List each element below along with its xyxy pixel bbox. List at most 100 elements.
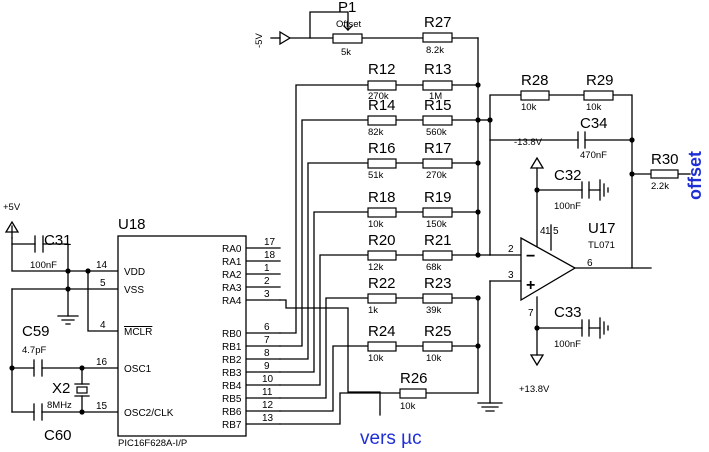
mcu-left-pin-num: 5: [100, 278, 106, 289]
resistor-body: [520, 90, 550, 101]
plus138-label: +13.8V: [519, 384, 550, 395]
resistor-ref: R16: [368, 140, 396, 157]
opamp-pin: 5: [553, 226, 559, 237]
opamp-pin: 3: [508, 270, 514, 281]
mcu-right-pin-num: 2: [264, 276, 270, 287]
resistor-body: [650, 169, 679, 179]
resistor-body: [367, 158, 397, 169]
minus5v-label: -5V: [254, 33, 265, 48]
mcu-right-pin-num: 17: [264, 237, 276, 248]
resistor-value: 82k: [368, 127, 384, 138]
resistor-value: 68k: [426, 262, 442, 273]
mcu-right-pin-name: RA4: [222, 296, 242, 307]
x2-ref: X2: [52, 380, 70, 397]
opamp-pin: 2: [508, 244, 514, 255]
resistor-ref: R13: [424, 61, 452, 78]
resistor-body: [422, 32, 453, 43]
p1-label: Offset: [336, 19, 362, 30]
resistor-ref: R30: [651, 151, 679, 168]
resistor-value: 10k: [586, 102, 602, 113]
capacitor-c33: C33 100nF: [554, 304, 590, 350]
resistor-body: [367, 80, 397, 91]
c34-value: 470nF: [580, 150, 607, 161]
mcu-right-pin-num: 1: [264, 263, 270, 274]
c33-ref: C33: [554, 304, 582, 321]
plus5v-label: +5V: [3, 202, 21, 213]
mcu-right-pin-num: 18: [264, 250, 276, 261]
mcu-ref: U18: [118, 216, 146, 233]
resistor-body: [422, 115, 453, 126]
resistor-value: 270k: [368, 91, 389, 102]
resistor-ref: R21: [424, 232, 452, 249]
resistor-ref: R26: [400, 370, 428, 387]
mcu-right-pin-name: RB6: [222, 407, 242, 418]
resistor-ref: R14: [368, 97, 396, 114]
capacitor-c60: C60: [33, 403, 72, 444]
capacitor-c59: C59 4.7pF: [22, 323, 50, 377]
mcu-left-pin-name: VSS: [124, 285, 144, 296]
mcu-right-pin-name: RB5: [222, 394, 242, 405]
capacitor-c31: C31 100nF: [30, 232, 72, 271]
p1-ref: P1: [338, 0, 356, 16]
junctions: [9, 82, 635, 415]
resistor-value: 10k: [400, 401, 416, 412]
mcu-left-pin-num: 14: [96, 260, 108, 271]
opamp-plus: +: [526, 277, 535, 294]
c33-value: 100nF: [554, 339, 581, 350]
mcu-right-pin-name: RA1: [222, 257, 242, 268]
resistor-body: [422, 250, 453, 261]
resistor-body: [367, 207, 397, 218]
resistors: R27 8.2k R12 270k R13 1M R14 82k R15 560…: [367, 14, 679, 412]
resistor-value: 8.2k: [426, 45, 444, 56]
resistor-ref: R19: [424, 189, 452, 206]
mcu-right-pin-num: 3: [264, 289, 270, 300]
resistor-ref: R28: [521, 72, 549, 89]
mcu-left-pin-name: VDD: [124, 267, 145, 278]
mcu-right-pin-num: 8: [264, 348, 270, 359]
mcu-right-pin-name: RA0: [222, 244, 242, 255]
mcu-right-pin-name: RB4: [222, 381, 242, 392]
opamp-pin: 7: [528, 308, 534, 319]
resistor-ref: R23: [424, 275, 452, 292]
opamp-ref: U17: [588, 220, 616, 237]
opamp-minus: −: [526, 248, 535, 265]
resistor-body: [583, 90, 614, 101]
opamp-u17: − + U17 TL071 2 3 6 4 5 1 7: [508, 220, 616, 319]
mcu-right-pin-name: RA3: [222, 283, 242, 294]
resistor-value: 270k: [426, 170, 447, 181]
resistor-value: 51k: [368, 170, 384, 181]
mcu-body: [117, 235, 247, 437]
opamp-pin: 6: [587, 258, 593, 269]
capacitor-c32: C32 100nF: [554, 167, 590, 212]
mcu-right-pin-name: RB2: [222, 355, 242, 366]
resistor-body: [367, 250, 397, 261]
opamp-part: TL071: [588, 240, 615, 251]
mcu-right-pin-name: RB7: [222, 420, 242, 431]
mcu-left-pin-num: 16: [96, 357, 108, 368]
mcu-right-pin-num: 9: [264, 361, 270, 372]
pot-p1: P1 Offset 5k: [332, 0, 363, 58]
resistor-value: 2.2k: [651, 181, 669, 192]
opamp-pin: 1: [545, 226, 551, 237]
resistor-ref: R22: [368, 275, 396, 292]
resistor-body: [367, 293, 397, 304]
mcu-right-pin-num: 6: [264, 322, 270, 333]
resistor-body: [422, 293, 453, 304]
resistor-body: [422, 207, 453, 218]
resistor-body: [399, 388, 427, 399]
resistor-value: 1k: [368, 305, 378, 316]
plus138-supply: +13.8V: [519, 354, 550, 395]
mcu-right-pin-num: 12: [262, 400, 274, 411]
resistor-body: [422, 341, 453, 352]
wires: [11, 11, 691, 425]
mcu-right-pin-name: RB1: [222, 342, 242, 353]
opamp-pin: 4: [540, 226, 546, 237]
plus5v-supply: +5V: [3, 202, 21, 239]
opamp-body: [520, 236, 577, 302]
resistor-value: 12k: [368, 262, 384, 273]
c31-ref: C31: [44, 232, 72, 249]
resistor-ref: R27: [424, 14, 452, 31]
mcu-right-pin-name: RB0: [222, 329, 242, 340]
resistor-body: [367, 341, 397, 352]
